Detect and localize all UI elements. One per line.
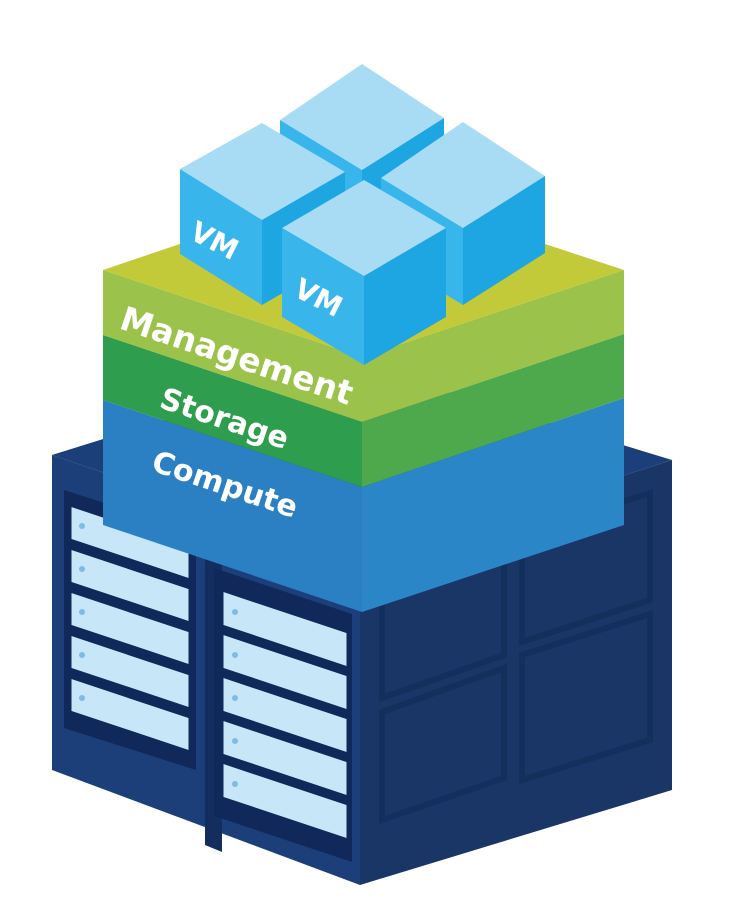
rack-front-cabinet <box>214 568 352 862</box>
drive-bay <box>220 673 350 757</box>
management-layer-side <box>362 270 624 422</box>
drive-bay <box>220 587 350 671</box>
drive-bay <box>220 716 350 800</box>
server-rack-base <box>52 362 672 885</box>
compute-layer-front <box>103 400 362 612</box>
drive-bay <box>68 545 192 626</box>
drive-bay <box>68 588 192 669</box>
compute-layer-side <box>362 398 624 612</box>
drive-bay <box>68 674 192 755</box>
drive-bay <box>220 630 350 714</box>
drive-bay <box>68 631 192 712</box>
management-layer-front <box>103 270 362 422</box>
drive-bays-front <box>220 587 350 843</box>
storage-layer-side <box>362 334 624 487</box>
vm-cubes: VM VM <box>180 64 545 365</box>
drive-bay <box>220 759 350 843</box>
storage-layer-front <box>103 335 362 487</box>
vm-cube-front: VM <box>282 180 446 365</box>
